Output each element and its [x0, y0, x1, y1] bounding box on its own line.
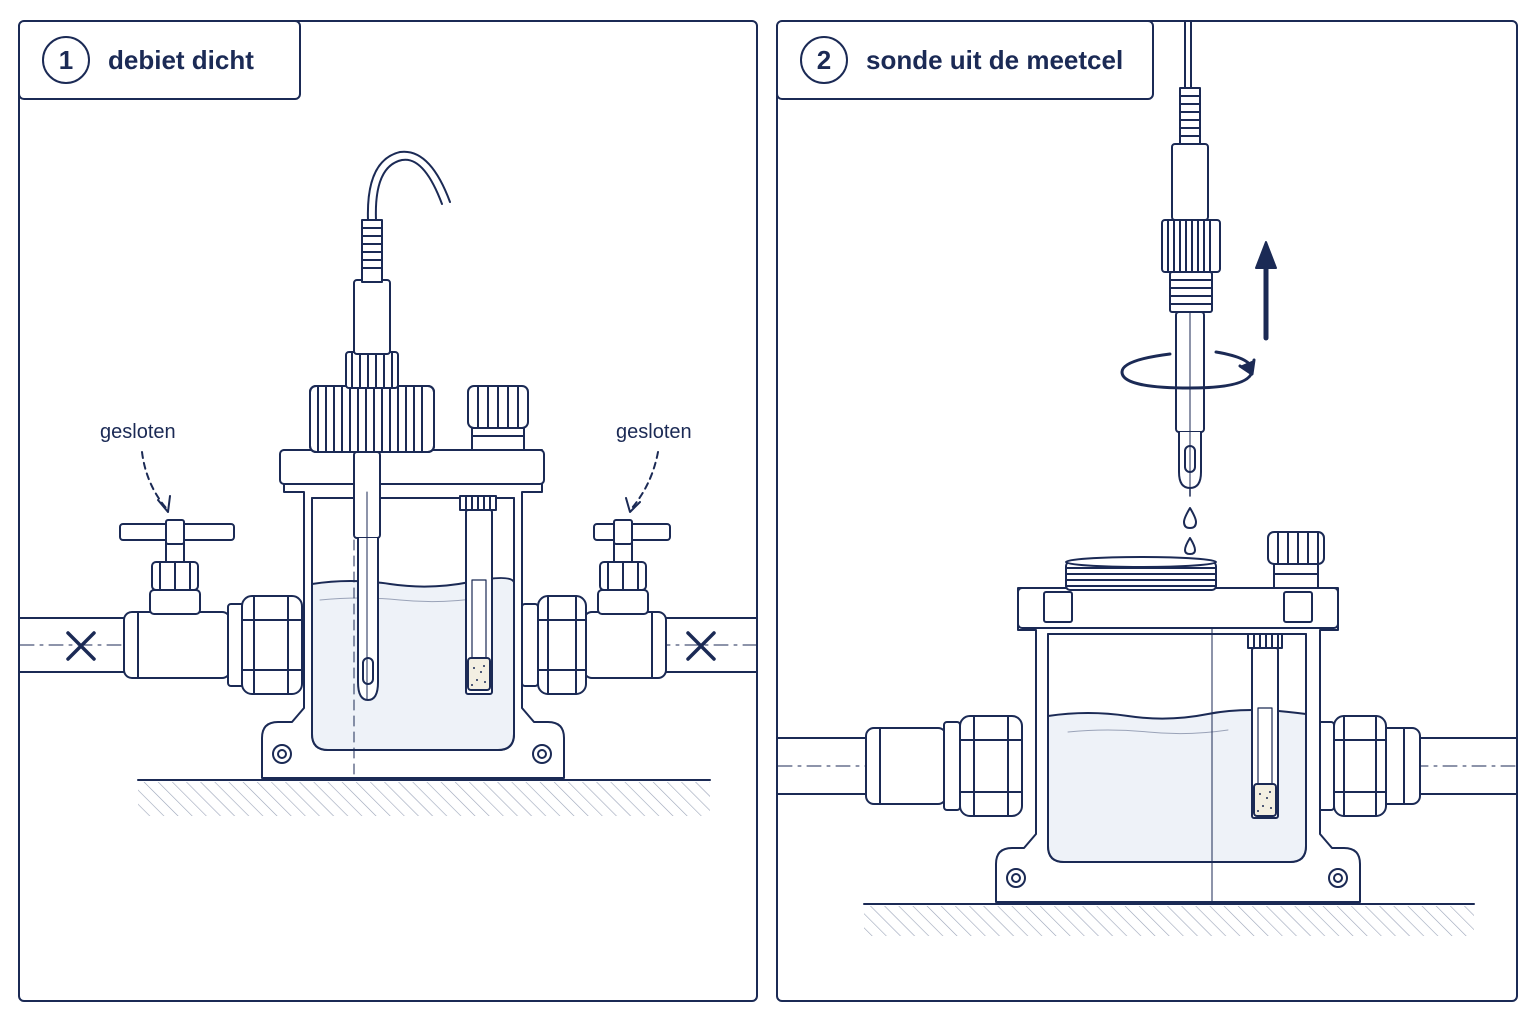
- reference-sensor: [459, 495, 497, 695]
- reference-sensor: [1247, 633, 1283, 819]
- ground: [863, 903, 1475, 936]
- closed-x-icon: [686, 631, 716, 661]
- water-drop-icon: [1184, 537, 1196, 555]
- valve-left: [119, 519, 303, 695]
- pointer-arrowhead-right: [625, 497, 641, 513]
- sensor-cap: [1267, 531, 1325, 589]
- step-1-panel: 1 debiet dicht: [18, 20, 758, 1002]
- step-2-title: sonde uit de meetcel: [866, 44, 1124, 75]
- flow-cell: [261, 449, 565, 779]
- valve-left-label: gesloten: [100, 421, 176, 443]
- flow-cell: [995, 556, 1361, 903]
- pipe-right: [1413, 737, 1516, 795]
- step-1-title: debiet dicht: [108, 44, 254, 75]
- sensor-cap: [467, 385, 529, 451]
- step-2-panel: 2 sonde uit de meetcel: [776, 20, 1518, 1002]
- probe-cap: [309, 385, 435, 453]
- up-arrow-icon: [1255, 241, 1277, 341]
- rotate-arrow-icon: [1120, 350, 1256, 390]
- ph-probe: [345, 150, 451, 701]
- pointer-arrowhead-left: [157, 495, 171, 513]
- step-2-illustration: [778, 22, 1516, 936]
- water-drop-icon: [1183, 507, 1197, 529]
- fitting-right: [1317, 715, 1421, 817]
- label-pointer-right: [631, 451, 659, 509]
- step-1-header: 1 debiet dicht: [20, 22, 301, 100]
- step-2-number: 2: [800, 36, 848, 84]
- label-pointer-left: [141, 451, 167, 509]
- ground: [137, 779, 711, 816]
- step-1-number: 1: [42, 36, 90, 84]
- ph-probe-removed: [1161, 22, 1221, 489]
- pipe-left: [20, 617, 129, 673]
- pipe-right: [655, 617, 756, 673]
- step-1-illustration: gesloten gesloten: [20, 150, 756, 816]
- step-2-header: 2 sonde uit de meetcel: [778, 22, 1154, 100]
- closed-x-icon: [66, 631, 96, 661]
- valve-right-label: gesloten: [616, 421, 692, 443]
- pipe-left: [778, 737, 879, 795]
- valve-right: [521, 519, 671, 695]
- fitting-left: [865, 715, 1023, 817]
